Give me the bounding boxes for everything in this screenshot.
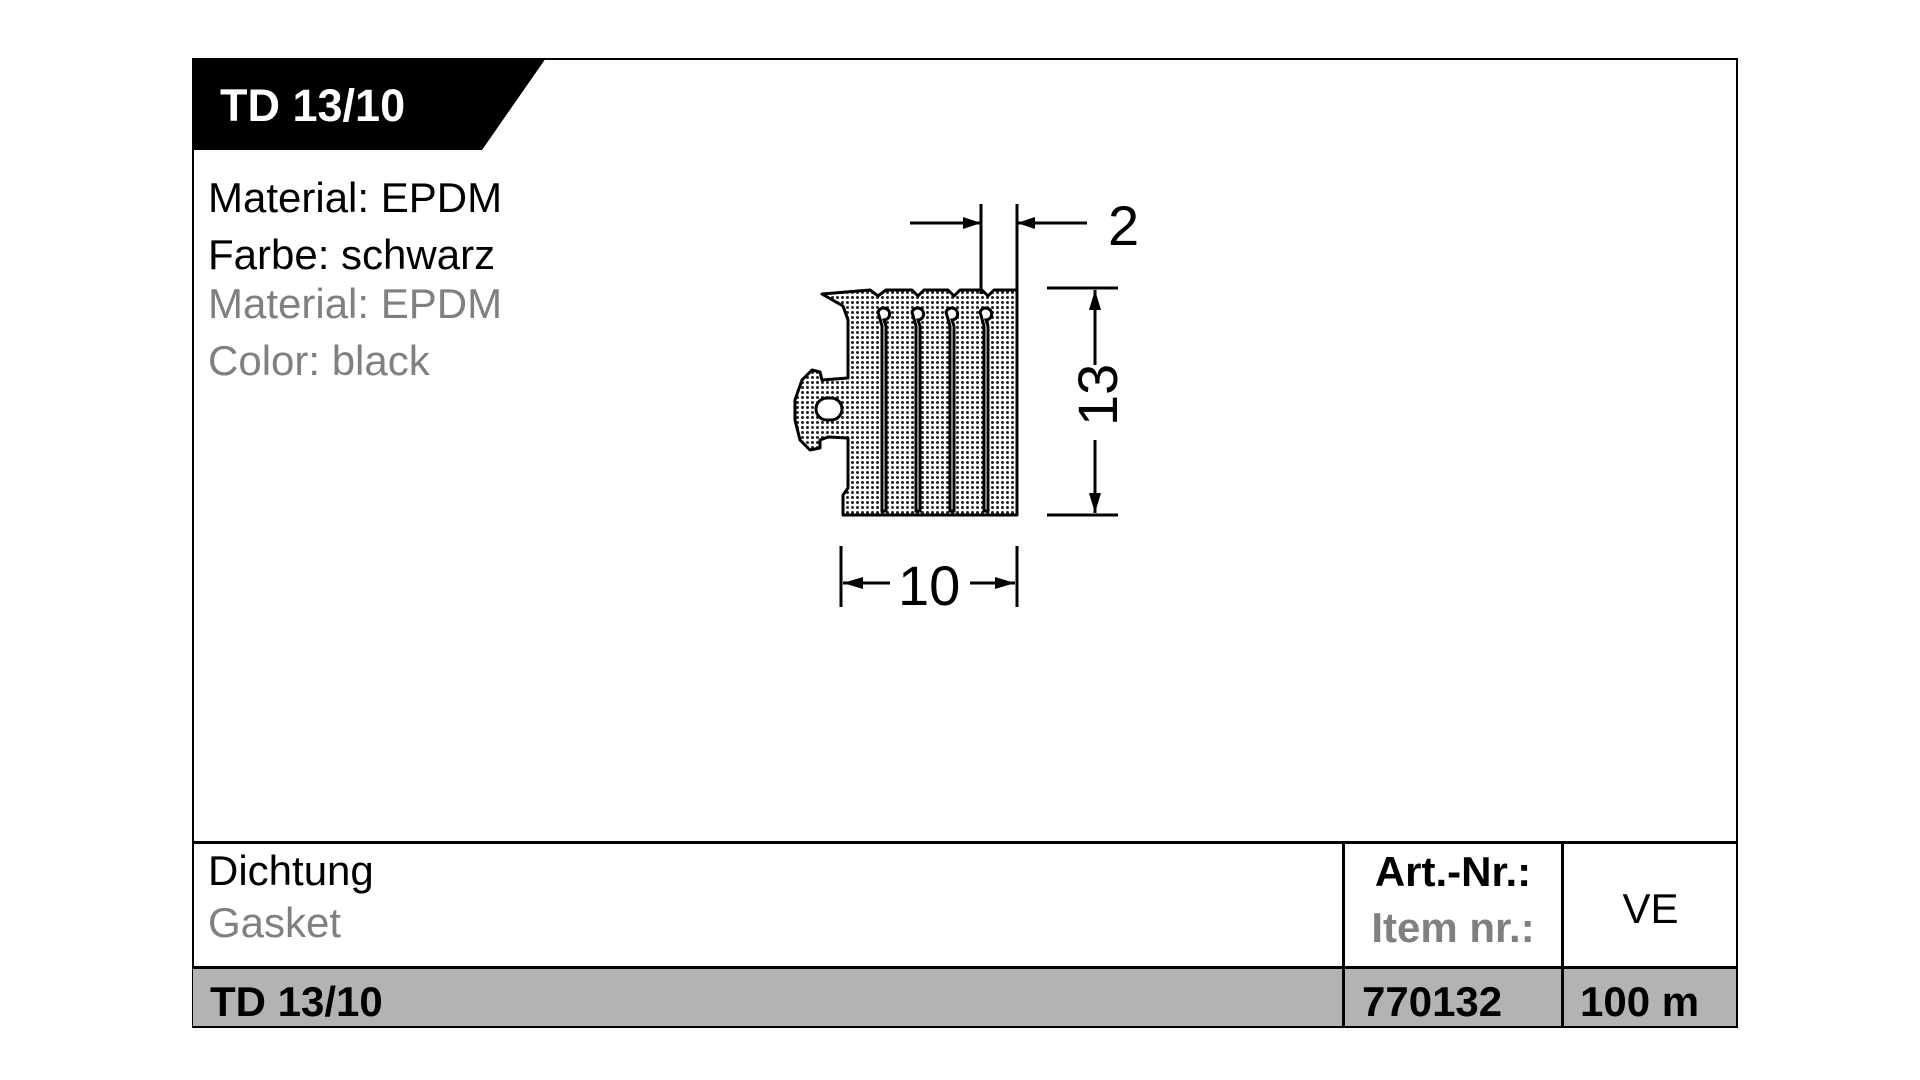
color-de: Farbe: schwarz bbox=[208, 231, 496, 278]
article-number: 770132 bbox=[1362, 978, 1503, 1025]
gasket-profile bbox=[793, 288, 1019, 517]
art-nr-label-en: Item nr.: bbox=[1371, 904, 1535, 951]
dim-width-label: 10 bbox=[898, 554, 961, 617]
material-de: Material: EPDM bbox=[208, 174, 503, 221]
title-tab bbox=[192, 58, 546, 150]
ve-label: VE bbox=[1622, 885, 1679, 932]
art-nr-label-de: Art.-Nr.: bbox=[1374, 848, 1532, 895]
title: TD 13/10 bbox=[220, 80, 406, 131]
table-col-divider-1 bbox=[1342, 841, 1345, 1028]
product-name: TD 13/10 bbox=[210, 978, 383, 1025]
table-top-divider bbox=[192, 841, 1738, 844]
table-row-divider bbox=[192, 966, 1738, 969]
material-en: Material: EPDM bbox=[208, 280, 503, 327]
dimension-lines bbox=[839, 204, 1118, 607]
profile-drawing bbox=[793, 204, 1118, 607]
table-col-divider-2 bbox=[1561, 841, 1564, 1028]
description-en: Gasket bbox=[208, 899, 342, 946]
footer-row-fill bbox=[193, 968, 1736, 1026]
datasheet-frame bbox=[192, 58, 1738, 1028]
profile-slits bbox=[876, 306, 994, 513]
dim-height-label: 13 bbox=[1066, 363, 1129, 426]
dim-wall-label: 2 bbox=[1108, 194, 1140, 257]
package-unit: 100 m bbox=[1580, 978, 1700, 1025]
description-de: Dichtung bbox=[208, 847, 374, 894]
color-en: Color: black bbox=[208, 337, 430, 384]
